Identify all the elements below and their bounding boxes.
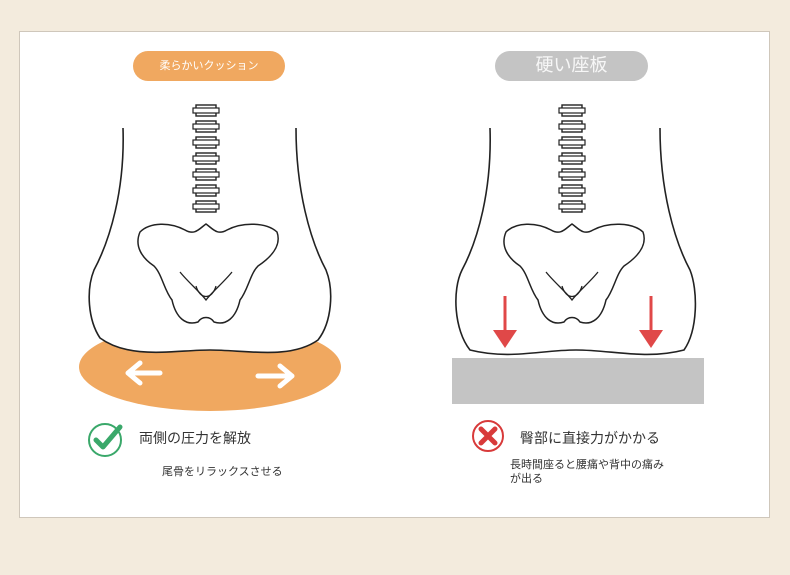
hard-board-figure <box>452 104 704 404</box>
hard-board <box>452 358 704 404</box>
left-heading: 両側の圧力を解放 <box>139 431 251 447</box>
left-subtext: 尾骨をリラックスさせる <box>162 465 283 478</box>
left-spine <box>192 104 220 213</box>
cross-circle-icon <box>472 420 504 452</box>
soft-cushion-figure <box>79 104 341 411</box>
hard-board-label: 硬い座板 <box>495 51 648 81</box>
pressure-arrow-left <box>493 296 517 348</box>
pressure-arrow-right <box>639 296 663 348</box>
right-subtext: 長時間座ると腰痛や背中の痛みが出る <box>510 458 664 485</box>
left-arrow-right <box>255 363 295 389</box>
check-circle-icon <box>88 423 123 457</box>
right-heading: 臀部に直接力がかかる <box>520 431 660 447</box>
right-spine <box>558 104 586 213</box>
soft-cushion-label: 柔らかいクッション <box>133 51 285 81</box>
left-pelvis <box>137 223 279 324</box>
right-pelvis <box>503 223 645 324</box>
left-arrow-left <box>125 360 163 386</box>
